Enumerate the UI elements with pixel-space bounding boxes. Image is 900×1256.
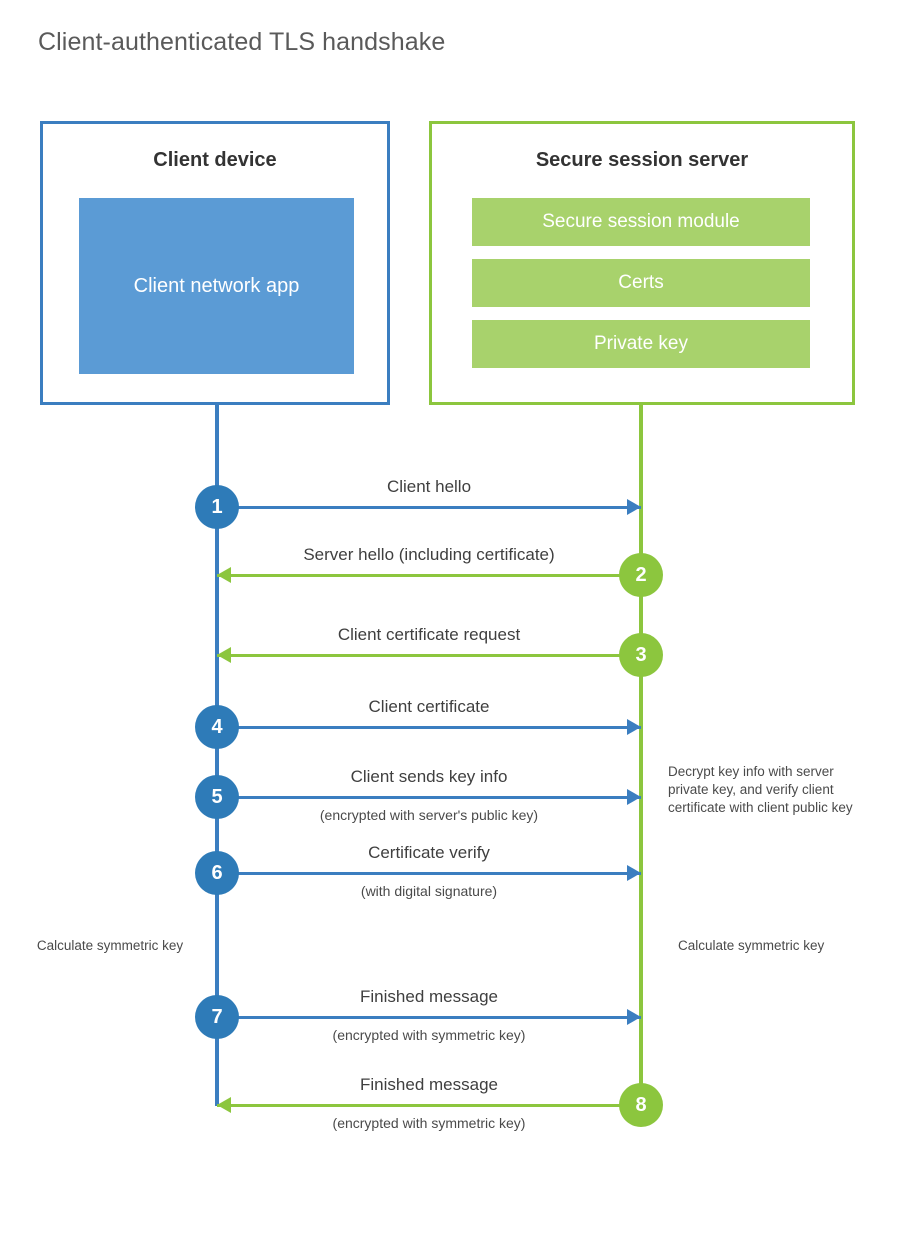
- message-label-5: Client sends key info: [350, 767, 508, 786]
- secure-session-server-box: Secure session server Secure session mod…: [429, 121, 855, 405]
- page-title: Client-authenticated TLS handshake: [38, 28, 446, 56]
- arrow-head-icon: [217, 567, 231, 583]
- client-device-box: Client device Client network app: [40, 121, 390, 405]
- message-label-1: Client hello: [386, 477, 472, 496]
- arrow-head-icon: [627, 789, 641, 805]
- step-marker-5: 5: [195, 775, 239, 819]
- arrow-head-icon: [627, 865, 641, 881]
- arrow-head-icon: [627, 719, 641, 735]
- arrow-line: [217, 872, 641, 875]
- message-label-6: Certificate verify: [368, 843, 490, 862]
- arrow-line: [217, 654, 641, 657]
- arrow-head-icon: [627, 499, 641, 515]
- server-lifeline: [639, 404, 643, 1106]
- message-sublabel-5: (encrypted with server's public key): [319, 807, 539, 823]
- secure-session-server-title: Secure session server: [535, 149, 749, 171]
- arrow-head-icon: [627, 1009, 641, 1025]
- arrow-line: [217, 726, 641, 729]
- client-lifeline: [215, 404, 219, 1106]
- note-client-calculate-symmetric-key: Calculate symmetric key: [36, 938, 184, 953]
- message-label-3: Client certificate request: [337, 625, 521, 644]
- step-marker-7: 7: [195, 995, 239, 1039]
- step-marker-1: 1: [195, 485, 239, 529]
- server-module-secure-session-module: Secure session module: [472, 198, 810, 246]
- message-sublabel-7: (encrypted with symmetric key): [332, 1027, 526, 1043]
- message-label-8: Finished message: [360, 1075, 498, 1094]
- client-network-app-block: Client network app: [79, 198, 354, 374]
- step-marker-2: 2: [619, 553, 663, 597]
- note-server-calculate-symmetric-key: Calculate symmetric key: [678, 938, 825, 953]
- step-marker-6: 6: [195, 851, 239, 895]
- server-module-private-key: Private key: [472, 320, 810, 368]
- message-sublabel-8: (encrypted with symmetric key): [332, 1115, 526, 1131]
- message-sublabel-6: (with digital signature): [360, 883, 498, 899]
- server-module-certs: Certs: [472, 259, 810, 307]
- arrow-head-icon: [217, 647, 231, 663]
- arrow-line: [217, 1104, 641, 1107]
- step-marker-3: 3: [619, 633, 663, 677]
- message-label-7: Finished message: [360, 987, 498, 1006]
- message-label-4: Client certificate: [368, 697, 490, 716]
- arrow-line: [217, 574, 641, 577]
- client-device-title: Client device: [153, 149, 277, 171]
- arrow-line: [217, 1016, 641, 1019]
- message-label-2: Server hello (including certificate): [303, 545, 555, 564]
- arrow-line: [217, 506, 641, 509]
- step-marker-4: 4: [195, 705, 239, 749]
- step-marker-8: 8: [619, 1083, 663, 1127]
- arrow-head-icon: [217, 1097, 231, 1113]
- server-module-list: Secure session module Certs Private key: [472, 198, 810, 368]
- arrow-line: [217, 796, 641, 799]
- note-server-decrypt: Decrypt key info with server private key…: [668, 764, 853, 815]
